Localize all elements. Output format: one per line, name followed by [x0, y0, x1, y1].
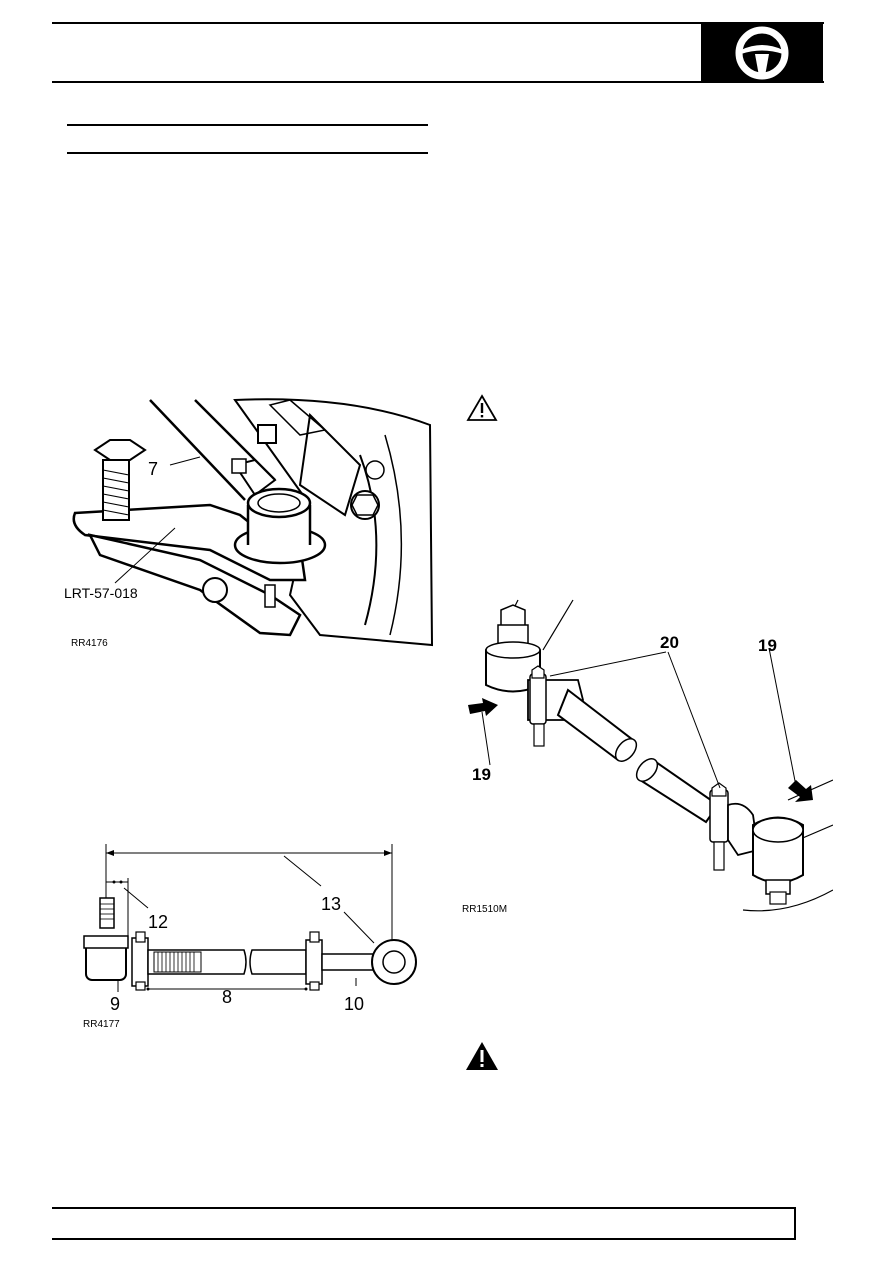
callout-7: 7	[148, 459, 158, 479]
header-top-rule	[52, 22, 824, 24]
callout-9: 9	[110, 994, 120, 1014]
section-icon-box	[701, 23, 823, 83]
callout-19-left: 19	[472, 765, 491, 784]
warning-triangle-solid-icon	[466, 1042, 498, 1070]
callout-tool-lrt-57-018: LRT-57-018	[64, 585, 138, 601]
footer-top-rule	[52, 1207, 796, 1209]
footer-right-edge	[794, 1207, 796, 1240]
callout-10: 10	[344, 994, 364, 1014]
figure-code-rr4176: RR4176	[71, 638, 108, 649]
header-bottom-rule	[52, 81, 824, 83]
callout-12: 12	[148, 912, 168, 932]
footer-bottom-rule	[52, 1238, 796, 1240]
figure-rr4176: 7 LRT-57-018 RR4176	[60, 395, 435, 660]
caution-notice	[466, 394, 498, 422]
title-rule-top	[67, 124, 428, 126]
figure-code-rr4177: RR4177	[83, 1019, 120, 1030]
steering-wheel-icon	[735, 26, 789, 80]
caution-triangle-outline-icon	[466, 394, 498, 421]
callout-8: 8	[222, 987, 232, 1007]
callout-19-right: 19	[758, 636, 777, 655]
callout-13: 13	[321, 894, 341, 914]
figure-rr4177: 13 12 8 9 10 RR4177	[76, 838, 426, 1033]
title-rule-bottom	[67, 152, 428, 154]
figure-code-rr1510m: RR1510M	[462, 904, 507, 915]
warning-notice	[464, 1040, 500, 1072]
callout-20: 20	[660, 633, 679, 652]
figure-rr1510m: 20 19 19 RR1510M	[458, 590, 833, 915]
